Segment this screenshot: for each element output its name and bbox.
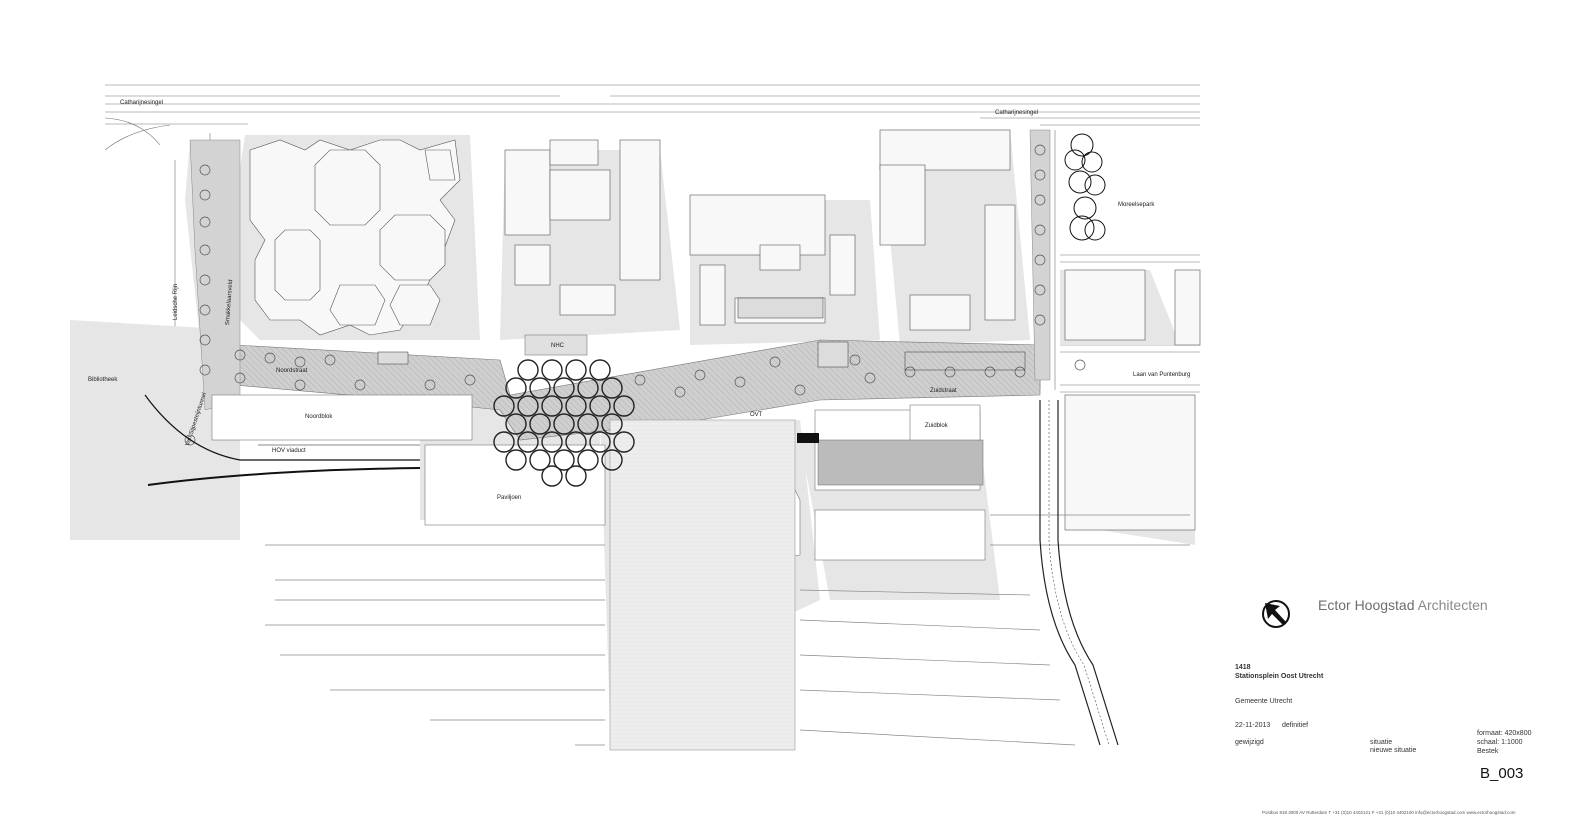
label-laan-van-puntenburg: Laan van Puntenburg bbox=[1133, 372, 1191, 378]
label-catharijnesingel-east: Catharijnesingel bbox=[995, 110, 1039, 116]
hov-viaduct bbox=[144, 394, 421, 486]
changed-label: gewijzigd bbox=[1235, 739, 1264, 746]
brand-name-light: Architecten bbox=[1417, 597, 1488, 613]
label-paviljoen: Paviljoen bbox=[497, 495, 522, 501]
scale: schaal: 1:1000 bbox=[1477, 739, 1523, 746]
label-zuidblok: Zuidblok bbox=[925, 423, 948, 429]
brand-name-strong: Ector Hoogstad bbox=[1318, 597, 1415, 613]
label-bibliotheek: Bibliotheek bbox=[88, 377, 118, 383]
sheet-number: B_003 bbox=[1480, 765, 1524, 782]
street-trees bbox=[184, 144, 1096, 476]
brand-name: Ector Hoogstad Architecten bbox=[1318, 597, 1488, 613]
label-noordstraat: Noordstraat bbox=[276, 368, 308, 374]
station-hall bbox=[609, 419, 796, 751]
stairs bbox=[377, 297, 1026, 371]
label-ovt: OVT bbox=[750, 412, 763, 418]
label-moreelsepark: Moreelsepark bbox=[1118, 202, 1155, 208]
zuidblok-roof bbox=[817, 439, 984, 486]
label-nhc: NHC bbox=[551, 343, 564, 349]
north-arrow-icon bbox=[1262, 600, 1290, 628]
client: Gemeente Utrecht bbox=[1235, 698, 1293, 705]
moreelsepark-trees bbox=[1064, 133, 1106, 241]
label-noordblok: Noordblok bbox=[305, 414, 333, 420]
label-hov-viaduct: HOV viaduct bbox=[272, 448, 306, 454]
ovt-entrance bbox=[797, 433, 819, 443]
format: formaat: 420x800 bbox=[1477, 730, 1532, 737]
new-situation-label: nieuwe situatie bbox=[1370, 747, 1417, 754]
label-leidsche-rijn: Leidsche Rijn bbox=[173, 283, 179, 320]
bestek: Bestek bbox=[1477, 748, 1499, 755]
project-name: Stationsplein Oost Utrecht bbox=[1235, 673, 1324, 680]
label-catharijnesingel-west: Catharijnesingel bbox=[120, 100, 164, 106]
buildings bbox=[249, 129, 1201, 531]
nhc-building bbox=[524, 334, 588, 356]
issue-status: definitief bbox=[1282, 722, 1309, 729]
footer-contact: Postbus 818 3000 AV Rotterdam T +31 (0)1… bbox=[1262, 810, 1516, 815]
railway-platforms bbox=[265, 514, 1190, 746]
station-canopy bbox=[493, 359, 635, 487]
issue-date: 22-11-2013 bbox=[1235, 722, 1271, 729]
tram-bridge bbox=[1039, 400, 1119, 746]
situation-label: situatie bbox=[1370, 739, 1393, 746]
label-zuidstraat: Zuidstraat bbox=[930, 388, 957, 394]
project-number: 1418 bbox=[1235, 664, 1251, 671]
